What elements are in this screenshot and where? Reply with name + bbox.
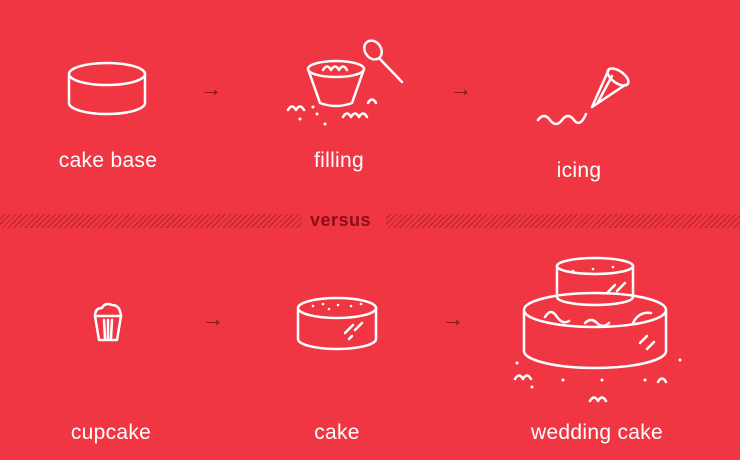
step-label-cake-base: cake base — [58, 149, 158, 172]
arrow-icon: → — [200, 76, 222, 101]
hatch-divider-left — [0, 214, 302, 228]
arrow-icon: → — [202, 306, 224, 331]
step-label-cake: cake — [314, 421, 360, 444]
step-label-icing: icing — [556, 159, 602, 182]
versus-label: versus — [310, 210, 372, 230]
wedding-cake-icon — [513, 256, 682, 403]
arrow-icon: → — [450, 76, 472, 101]
filling-bowl-spoon-icon — [286, 39, 404, 126]
hatch-divider-right — [386, 214, 740, 228]
step-label-filling: filling — [314, 149, 364, 172]
piping-bag-icon — [536, 67, 630, 126]
arrow-icon: → — [442, 306, 464, 331]
step-label-cupcake: cupcake — [70, 421, 152, 444]
cake-base-icon — [67, 61, 147, 116]
cupcake-icon — [93, 302, 123, 342]
cake-icon — [296, 296, 378, 351]
step-label-wedding-cake: wedding cake — [530, 421, 664, 444]
